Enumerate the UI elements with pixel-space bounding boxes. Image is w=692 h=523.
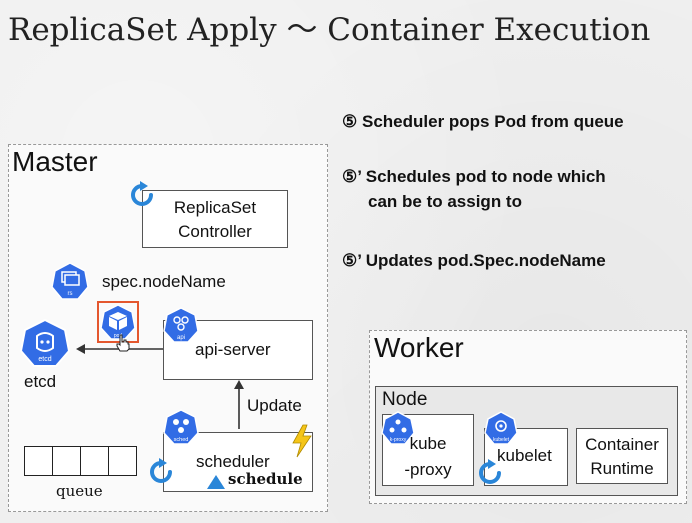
refresh-icon	[131, 181, 153, 206]
replicaset-icon-text: rs	[68, 291, 73, 297]
kube-proxy-line1: kube	[409, 434, 447, 453]
etcd-icon-text: etcd	[38, 356, 51, 363]
pod-highlight-frame	[97, 301, 139, 343]
triangle-icon	[207, 475, 225, 489]
worker-label: Worker	[374, 332, 464, 363]
replicaset-controller-line2: Controller	[178, 222, 252, 241]
scheduler-label: scheduler	[196, 452, 270, 471]
update-label: Update	[247, 396, 302, 415]
schedule-word: schedule	[228, 470, 303, 488]
api-server-label: api-server	[195, 340, 271, 359]
kubelet-icon: kubelet	[484, 411, 518, 445]
kube-proxy-label: kube -proxy	[383, 431, 473, 483]
slide-title: ReplicaSet Apply 〜 Container Execution	[8, 12, 651, 48]
master-label: Master	[12, 146, 98, 177]
note-2: ⑤’ Schedules pod to node which	[342, 167, 606, 187]
scheduler-icon: sched	[163, 409, 199, 445]
note-3-text: Updates pod.Spec.nodeName	[365, 251, 606, 270]
api-server-icon: api	[163, 307, 199, 343]
note-2-marker: ⑤’	[342, 167, 362, 186]
kubelet-icon-text: kubelet	[493, 437, 510, 443]
kube-proxy-box	[382, 414, 474, 486]
note-2-text: Schedules pod to node which	[365, 167, 606, 186]
container-runtime-line2: Runtime	[590, 459, 654, 478]
note-3-marker: ⑤’	[342, 251, 362, 270]
kubelet-refresh-icon	[479, 459, 501, 484]
replicaset-controller-box: ReplicaSet Controller	[142, 190, 288, 248]
kube-proxy-line2: -proxy	[404, 460, 452, 479]
note-1-marker: ⑤	[342, 112, 358, 131]
kube-proxy-icon-text: k-proxy	[390, 437, 407, 443]
pod-icon-text: pod	[114, 333, 123, 339]
lightning-icon	[292, 424, 312, 458]
replicaset-controller-line1: ReplicaSet	[173, 198, 257, 217]
scheduler-icon-text: sched	[174, 437, 189, 443]
kubelet-label: kubelet	[497, 446, 552, 465]
etcd-label: etcd	[24, 372, 57, 391]
container-runtime-box: Container Runtime	[576, 428, 668, 484]
arrow-up-icon	[234, 380, 244, 429]
note-2-continued: can be to assign to	[368, 192, 522, 211]
queue-slot	[52, 446, 81, 476]
queue-label: queue	[56, 482, 103, 500]
pod-icon: pod	[100, 304, 136, 340]
replicaset-icon: rs	[51, 262, 89, 300]
note-3: ⑤’ Updates pod.Spec.nodeName	[342, 251, 606, 271]
api-server-icon-text: api	[177, 335, 185, 341]
hand-cursor-icon	[116, 334, 130, 352]
queue-slot	[80, 446, 109, 476]
note-1: ⑤ Scheduler pops Pod from queue	[342, 112, 624, 132]
container-runtime-line1: Container	[585, 435, 659, 454]
node-label: Node	[382, 389, 428, 410]
queue-slot	[24, 446, 53, 476]
note-1-text: Scheduler pops Pod from queue	[361, 112, 624, 131]
spec-nodename-label: spec.nodeName	[102, 272, 226, 291]
scheduler-refresh-icon	[150, 458, 172, 483]
etcd-icon: etcd	[19, 318, 71, 367]
kube-proxy-icon: k-proxy	[381, 411, 415, 445]
queue-slot	[108, 446, 137, 476]
api-server-box	[163, 320, 313, 380]
